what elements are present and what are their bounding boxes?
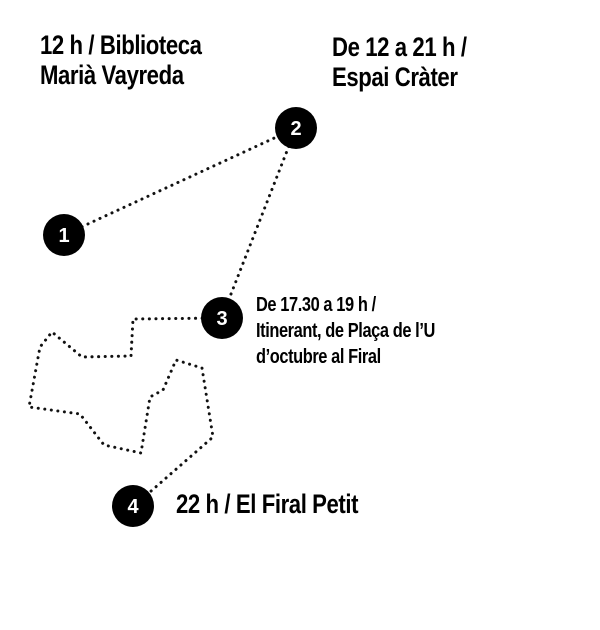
stop-marker-3: 3 (201, 297, 243, 339)
route-segment-1-2 (62, 126, 298, 237)
stop-number-3: 3 (216, 308, 227, 330)
stop-label-3: De 17.30 a 19 h / Itinerant, de Plaça de… (256, 292, 435, 370)
stop-label-2: De 12 a 21 h / Espai Cràter (332, 32, 467, 92)
route-segment-2-3 (220, 126, 298, 319)
route-segment-3-4 (27, 316, 224, 494)
stop-2-time-line: De 12 a 21 h / (332, 32, 467, 62)
stop-label-4: 22 h / El Firal Petit (176, 489, 359, 519)
stop-3-venue-line-1: Itinerant, de Plaça de l’U (256, 320, 435, 342)
stop-3-venue-line-2: d’octubre al Firal (256, 346, 381, 368)
stop-number-1: 1 (58, 225, 69, 247)
stop-2-venue-line: Espai Cràter (332, 62, 458, 92)
stop-marker-1: 1 (43, 214, 85, 256)
stop-1-time-line: 12 h / Biblioteca (40, 30, 202, 60)
stop-number-4: 4 (127, 496, 139, 518)
stop-marker-4: 4 (112, 485, 154, 527)
stop-1-venue-line: Marià Vayreda (40, 60, 184, 90)
stop-3-time-line: De 17.30 a 19 h / (256, 294, 376, 316)
stop-marker-2: 2 (275, 107, 317, 149)
stop-label-1: 12 h / Biblioteca Marià Vayreda (40, 30, 202, 90)
stop-4-line: 22 h / El Firal Petit (176, 489, 359, 519)
stop-number-2: 2 (290, 118, 301, 140)
